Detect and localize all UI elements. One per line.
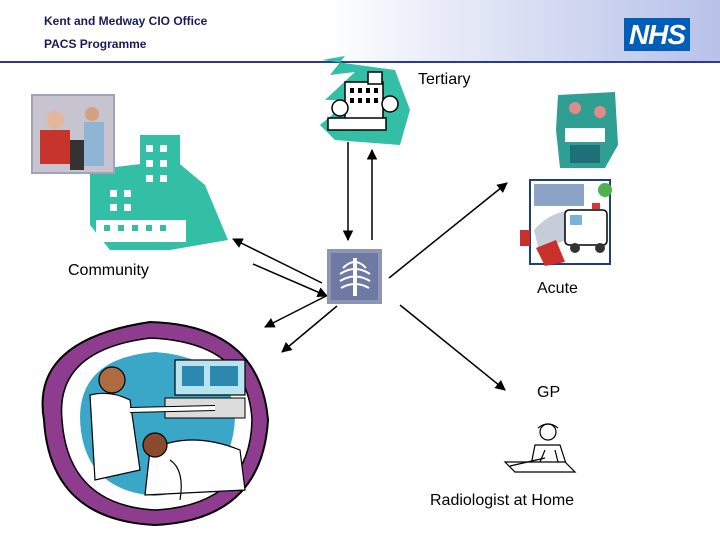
header-bar: Kent and Medway CIO Office PACS Programm… <box>0 0 720 63</box>
connection-arrows <box>232 142 508 391</box>
node-label-tertiary: Tertiary <box>418 71 471 88</box>
arrow-to-home-a <box>264 294 329 328</box>
surgery-scene-icon <box>556 92 618 168</box>
nhs-logo: NHS <box>624 18 690 51</box>
org-name: Kent and Medway CIO Office <box>44 14 208 28</box>
community-building-icon <box>90 135 228 250</box>
arrow-from-community <box>252 263 328 298</box>
radiologist-home-illustration <box>41 320 270 527</box>
xray-hub-icon <box>327 249 382 304</box>
ambulance-icon <box>520 179 612 266</box>
programme-name: PACS Programme <box>44 37 147 51</box>
node-label-gp: GP <box>537 384 561 401</box>
node-label-home: Radiologist at Home <box>430 492 575 509</box>
community-care-photo <box>31 94 115 174</box>
gp-doctor-icon <box>503 423 577 473</box>
node-label-acute: Acute <box>537 280 578 297</box>
arrow-to-home-b <box>281 305 338 353</box>
tertiary-building-icon <box>320 56 410 145</box>
node-label-community: Community <box>68 262 149 279</box>
arrow-to-acute <box>388 182 508 279</box>
arrow-to-community <box>232 238 323 284</box>
arrow-to-gp <box>399 304 506 391</box>
